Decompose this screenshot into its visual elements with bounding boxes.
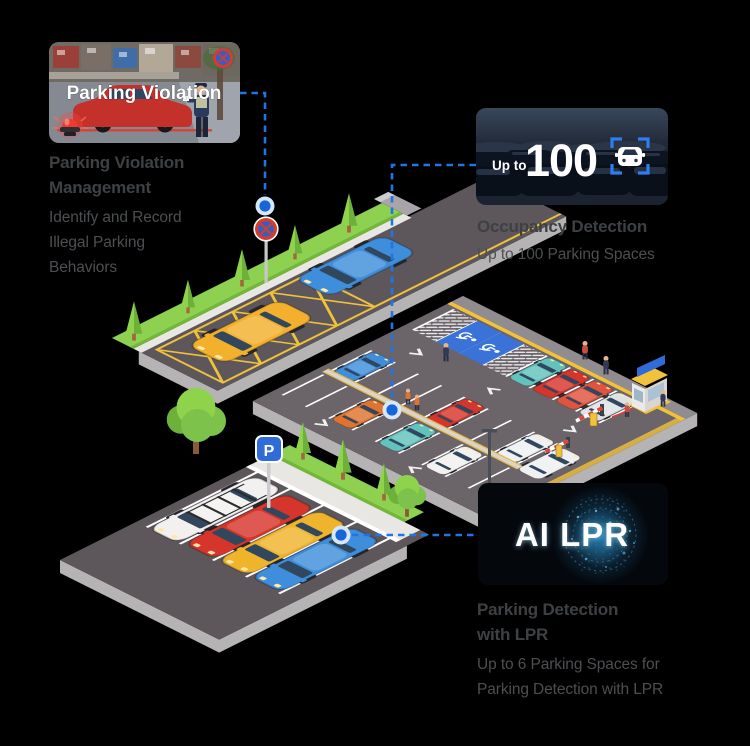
lpr-parking-lot: P [60,422,430,653]
wheelchair-icon [455,332,477,342]
traffic-officer [183,83,209,137]
red-car [73,85,192,133]
lpr-text-block: Parking Detection with LPR Up to 6 Parki… [477,597,717,702]
violation-description: Identify and Record Illegal Parking Beha… [49,205,259,280]
violation-text-block: Parking Violation Management Identify an… [49,150,259,280]
barrier-gate [544,437,570,458]
alarm-beacon-icon [52,112,88,138]
no-parking-sign-icon [253,216,279,283]
lpr-desc-line1: Up to 6 Parking Spaces for [477,656,660,673]
violation-desc-line2: Illegal Parking [49,234,145,251]
occupancy-detection-card: Up to 100 [476,108,668,205]
connector-occupancy [390,163,476,399]
lpr-title-line1: Parking Detection [477,600,619,619]
connector-violation [240,91,267,195]
violation-title-line2: Management [49,178,151,197]
connectors [240,91,478,537]
gate-beam [611,408,634,418]
violation-title-line1: Parking Violation [49,153,185,172]
parking-sign-icon: P [255,435,283,508]
violation-overlay-label: Parking Violation [67,83,222,104]
connector-node [382,400,402,420]
occupancy-photo: Up to 100 [476,108,668,205]
lpr-title: Parking Detection with LPR [477,597,717,647]
ai-lpr-art: AI LPR AI LPR [478,483,668,585]
lpr-description: Up to 6 Parking Spaces for Parking Detec… [477,652,717,702]
connector-node [255,196,275,216]
lpr-overlay-label: AI LPR [515,516,629,553]
handicap-space [436,321,501,354]
pedestrian [582,341,588,360]
occupancy-text-block: Occupancy Detection Up to 100 Parking Sp… [477,214,707,267]
lpr-desc-line2: Parking Detection with LPR [477,681,664,698]
parking-violation-card: Parking Violation [49,42,240,143]
occupancy-overlay-prefix: Up to [492,158,527,173]
handicap-space [459,332,524,365]
occupancy-title: Occupancy Detection [477,217,648,236]
digital-head-graphic [563,495,637,575]
violation-title: Parking Violation Management [49,150,259,200]
ai-lpr-card: AI LPR AI LPR [478,483,668,585]
car-detection-icon [610,137,650,175]
street-violation-scene [112,177,567,404]
booth-sign [637,355,665,377]
wheelchair-icon [478,343,500,353]
lpr-overlay-glow: AI LPR [515,517,629,554]
van-white [144,472,287,546]
svg-text:P: P [264,443,275,460]
violation-desc-line1: Identify and Record [49,209,182,226]
lpr-title-line2: with LPR [477,625,549,644]
barrier-gate [575,404,604,427]
connector-node [331,525,351,545]
lamp-post [482,429,497,524]
occupancy-overlay-number: 100 [525,135,597,186]
no-parking-sign-icon [213,48,233,68]
violation-desc-line3: Behaviors [49,259,118,276]
parking-violation-photo: Parking Violation [49,42,240,143]
occupancy-description: Up to 100 Parking Spaces [477,246,655,263]
